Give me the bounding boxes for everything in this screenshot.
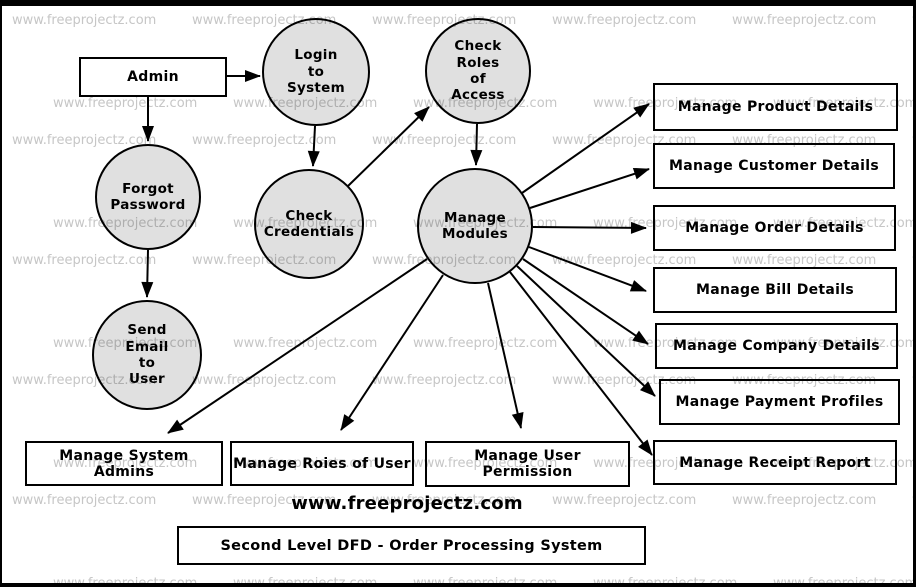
store-manage-system-admins: Manage System Admins xyxy=(25,441,223,486)
store-manage-customer-details: Manage Customer Details xyxy=(653,143,895,189)
process-check-roles-of-access-label-line: Roles xyxy=(456,54,500,71)
frame-border-right xyxy=(913,0,916,587)
process-send-email-to-user-label-line: Email xyxy=(125,338,169,355)
store-manage-order-details: Manage Order Details xyxy=(653,205,896,251)
frame-border-top xyxy=(0,0,916,6)
entity-admin: Admin xyxy=(79,57,227,97)
flow-arrow-process-manage-modules--store-manage-product-details xyxy=(521,103,650,194)
store-manage-payment-profiles: Manage Payment Profiles xyxy=(659,379,900,425)
diagram-title-box: Second Level DFD - Order Processing Syst… xyxy=(177,526,646,565)
store-manage-receipt-report: Manage Receipt Report xyxy=(653,440,897,485)
flow-arrow-process-manage-modules--store-manage-order-details xyxy=(532,221,647,234)
process-forgot-password-label-line: Forgot xyxy=(122,180,174,197)
process-login-to-system-label-line: to xyxy=(307,63,325,80)
process-check-roles-of-access-label-line: of xyxy=(470,71,486,87)
flow-arrow-process-manage-modules--store-manage-roies-of-user xyxy=(340,274,444,431)
flow-arrow-process-manage-modules--store-manage-bill-details xyxy=(528,246,647,292)
store-manage-user-permission: Manage User Permission xyxy=(425,441,630,487)
flow-arrow-process-forgot-password--process-send-email-to-user xyxy=(141,249,154,298)
store-manage-company-details: Manage Company Details xyxy=(655,323,898,369)
frame-border-left xyxy=(0,0,2,587)
flow-arrow-process-manage-modules--store-manage-receipt-report xyxy=(509,271,653,456)
flow-arrow-process-manage-modules--store-manage-system-admins xyxy=(167,258,428,434)
flow-arrow-process-check-roles-of-access--process-manage-modules xyxy=(470,123,483,166)
process-login-to-system-label-line: Login xyxy=(294,47,338,64)
store-manage-product-details: Manage Product Details xyxy=(653,83,898,131)
site-label: www.freeprojectz.com xyxy=(291,493,523,514)
diagram-title: Second Level DFD - Order Processing Syst… xyxy=(220,537,603,554)
store-manage-roies-of-user: Manage Roies of User xyxy=(230,441,414,486)
frame-border-bottom xyxy=(0,583,916,587)
process-check-credentials-label-line: Credentials xyxy=(263,224,355,240)
flow-arrow-process-manage-modules--store-manage-company-details xyxy=(522,258,649,345)
process-check-roles-of-access-label-line: Check xyxy=(454,38,502,55)
process-send-email-to-user-label-line: to xyxy=(138,355,156,371)
process-manage-modules-label-line: Manage xyxy=(444,209,506,226)
process-send-email-to-user-label-line: User xyxy=(128,371,165,388)
process-check-roles-of-access-label-line: Access xyxy=(451,87,505,104)
process-login-to-system-label-line: System xyxy=(286,80,346,97)
flow-arrow-process-manage-modules--store-manage-customer-details xyxy=(529,167,650,209)
flow-arrow-process-manage-modules--store-manage-user-permission xyxy=(487,282,524,429)
flow-arrow-process-check-credentials--process-check-roles-of-access xyxy=(347,106,430,187)
flow-arrow-process-manage-modules--store-manage-payment-profiles xyxy=(516,265,656,397)
process-manage-modules-label-line: Modules xyxy=(442,226,508,242)
flow-arrow-process-login-to-system--process-check-credentials xyxy=(307,125,320,167)
process-check-credentials-label-line: Check xyxy=(285,207,333,224)
process-send-email-to-user-label-line: Send xyxy=(127,322,167,339)
process-forgot-password-label-line: Password xyxy=(110,197,186,213)
store-manage-bill-details: Manage Bill Details xyxy=(653,267,897,313)
